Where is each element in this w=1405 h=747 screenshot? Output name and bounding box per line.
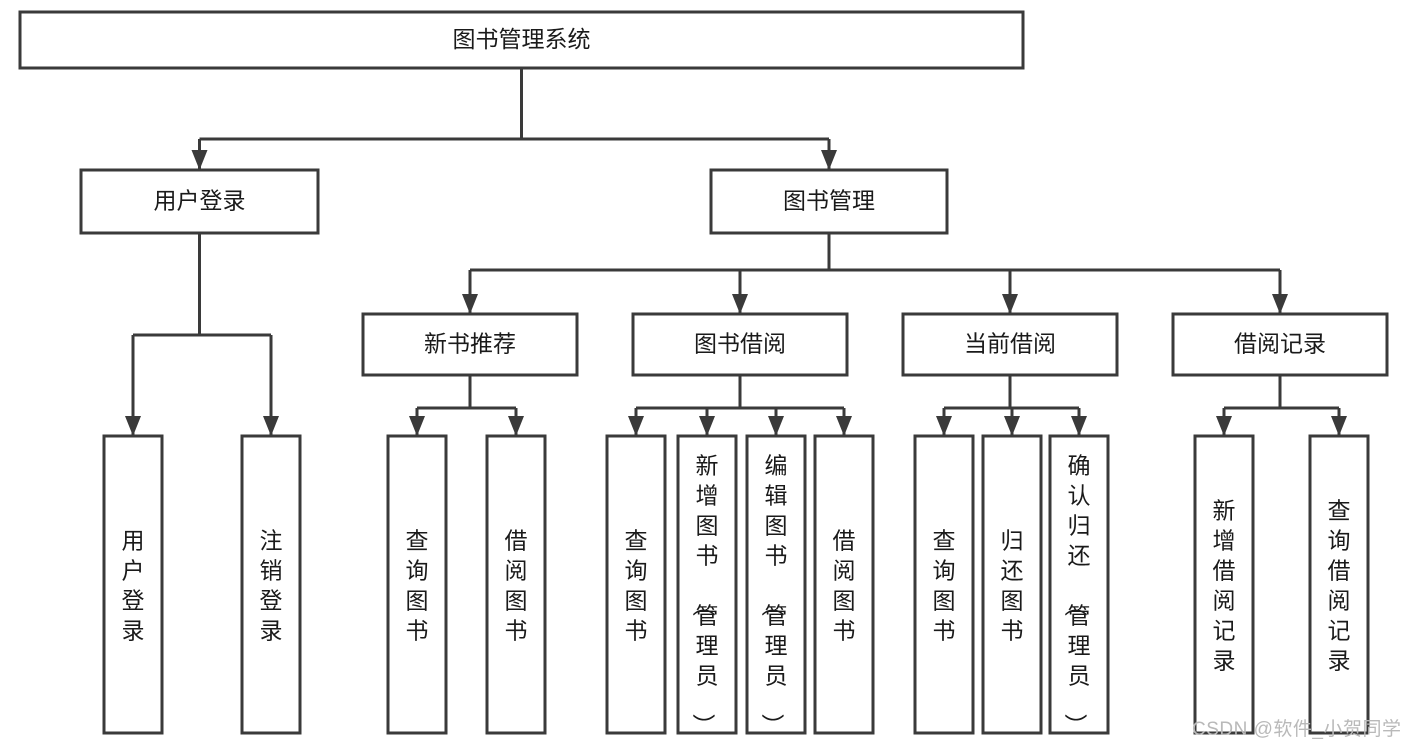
arrow-head-icon bbox=[125, 416, 141, 436]
node-box-leaf-logout[interactable] bbox=[240, 434, 302, 735]
node-leaf-borrow-book-2[interactable]: 借阅图书 bbox=[813, 434, 875, 735]
watermark-label: CSDN @软件_小贺同学 bbox=[1192, 719, 1402, 740]
node-leaf-edit-book[interactable]: 编辑图书（管理员） bbox=[745, 434, 807, 737]
node-label-leaf-user-login: 用户登录 bbox=[122, 528, 145, 644]
node-box-leaf-query-book-2[interactable] bbox=[605, 434, 667, 735]
node-label-leaf-borrow-book-2: 借阅图书 bbox=[833, 528, 856, 644]
node-label-leaf-query-record: 查询借阅记录 bbox=[1328, 498, 1351, 674]
arrow-head-icon bbox=[1071, 416, 1087, 436]
node-label-user-login: 用户登录 bbox=[154, 188, 246, 214]
node-box-new-book-recommend[interactable] bbox=[361, 312, 579, 377]
node-label-new-book-recommend: 新书推荐 bbox=[424, 331, 516, 357]
connector-layer bbox=[125, 68, 1347, 436]
node-leaf-query-record[interactable]: 查询借阅记录 bbox=[1308, 434, 1370, 735]
arrow-head-icon bbox=[936, 416, 952, 436]
arrow-head-icon bbox=[628, 416, 644, 436]
arrow-head-icon bbox=[768, 416, 784, 436]
node-box-leaf-add-book[interactable] bbox=[676, 434, 738, 735]
node-leaf-borrow-book-1[interactable]: 借阅图书 bbox=[485, 434, 547, 735]
node-leaf-query-book-2[interactable]: 查询图书 bbox=[605, 434, 667, 735]
node-label-leaf-logout: 注销登录 bbox=[260, 528, 283, 644]
node-label-leaf-query-book-3: 查询图书 bbox=[933, 528, 956, 644]
arrow-head-icon bbox=[1272, 294, 1288, 314]
node-label-leaf-add-book: 新增图书（管理员） bbox=[691, 453, 719, 737]
arrow-head-icon bbox=[191, 150, 208, 170]
node-leaf-confirm-return[interactable]: 确认归还（管理员） bbox=[1048, 434, 1110, 737]
node-box-leaf-user-login[interactable] bbox=[102, 434, 164, 735]
node-box-current-borrow[interactable] bbox=[901, 312, 1119, 377]
arrow-head-icon bbox=[699, 416, 715, 436]
node-box-root[interactable] bbox=[18, 10, 1025, 70]
node-box-borrow-record[interactable] bbox=[1171, 312, 1389, 377]
node-box-leaf-add-record[interactable] bbox=[1193, 434, 1255, 735]
node-label-root: 图书管理系统 bbox=[453, 26, 591, 52]
node-label-leaf-add-record: 新增借阅记录 bbox=[1213, 498, 1236, 674]
node-label-borrow-record: 借阅记录 bbox=[1234, 331, 1326, 357]
node-leaf-return-book[interactable]: 归还图书 bbox=[981, 434, 1043, 735]
node-box-leaf-borrow-book-2[interactable] bbox=[813, 434, 875, 735]
node-current-borrow[interactable]: 当前借阅 bbox=[901, 312, 1119, 377]
node-label-leaf-edit-book: 编辑图书（管理员） bbox=[760, 453, 788, 737]
node-box-book-manage[interactable] bbox=[709, 168, 949, 235]
node-leaf-add-book[interactable]: 新增图书（管理员） bbox=[676, 434, 738, 737]
node-leaf-query-book-3[interactable]: 查询图书 bbox=[913, 434, 975, 735]
node-book-manage[interactable]: 图书管理 bbox=[709, 168, 949, 235]
arrow-head-icon bbox=[409, 416, 425, 436]
node-leaf-logout[interactable]: 注销登录 bbox=[240, 434, 302, 735]
node-root[interactable]: 图书管理系统 bbox=[18, 10, 1025, 70]
node-borrow-record[interactable]: 借阅记录 bbox=[1171, 312, 1389, 377]
node-label-leaf-confirm-return: 确认归还（管理员） bbox=[1063, 453, 1091, 737]
node-box-leaf-query-book-1[interactable] bbox=[386, 434, 448, 735]
arrow-head-icon bbox=[263, 416, 279, 436]
arrow-head-icon bbox=[1002, 294, 1018, 314]
node-label-leaf-return-book: 归还图书 bbox=[1001, 528, 1024, 644]
node-label-leaf-query-book-1: 查询图书 bbox=[406, 528, 429, 644]
node-box-leaf-query-record[interactable] bbox=[1308, 434, 1370, 735]
node-box-leaf-return-book[interactable] bbox=[981, 434, 1043, 735]
node-label-book-manage: 图书管理 bbox=[783, 188, 875, 214]
node-layer: 图书管理系统用户登录图书管理新书推荐图书借阅当前借阅借阅记录用户登录注销登录查询… bbox=[18, 10, 1389, 737]
arrow-head-icon bbox=[462, 294, 478, 314]
node-box-book-borrow[interactable] bbox=[631, 312, 849, 377]
node-leaf-user-login[interactable]: 用户登录 bbox=[102, 434, 164, 735]
node-book-borrow[interactable]: 图书借阅 bbox=[631, 312, 849, 377]
arrow-head-icon bbox=[732, 294, 748, 314]
node-leaf-query-book-1[interactable]: 查询图书 bbox=[386, 434, 448, 735]
arrow-head-icon bbox=[1004, 416, 1020, 436]
node-new-book-recommend[interactable]: 新书推荐 bbox=[361, 312, 579, 377]
arrow-head-icon bbox=[821, 150, 837, 170]
node-leaf-add-record[interactable]: 新增借阅记录 bbox=[1193, 434, 1255, 735]
arrow-head-icon bbox=[508, 416, 524, 436]
arrow-head-icon bbox=[1216, 416, 1232, 436]
arrow-head-icon bbox=[1331, 416, 1347, 436]
node-box-leaf-borrow-book-1[interactable] bbox=[485, 434, 547, 735]
node-label-leaf-query-book-2: 查询图书 bbox=[625, 528, 648, 644]
node-box-user-login[interactable] bbox=[79, 168, 320, 235]
node-box-leaf-confirm-return[interactable] bbox=[1048, 434, 1110, 735]
node-box-leaf-query-book-3[interactable] bbox=[913, 434, 975, 735]
node-label-leaf-borrow-book-1: 借阅图书 bbox=[505, 528, 528, 644]
arrow-head-icon bbox=[836, 416, 852, 436]
node-user-login[interactable]: 用户登录 bbox=[79, 168, 320, 235]
node-label-current-borrow: 当前借阅 bbox=[964, 331, 1056, 357]
node-label-book-borrow: 图书借阅 bbox=[694, 331, 786, 357]
node-box-leaf-edit-book[interactable] bbox=[745, 434, 807, 735]
